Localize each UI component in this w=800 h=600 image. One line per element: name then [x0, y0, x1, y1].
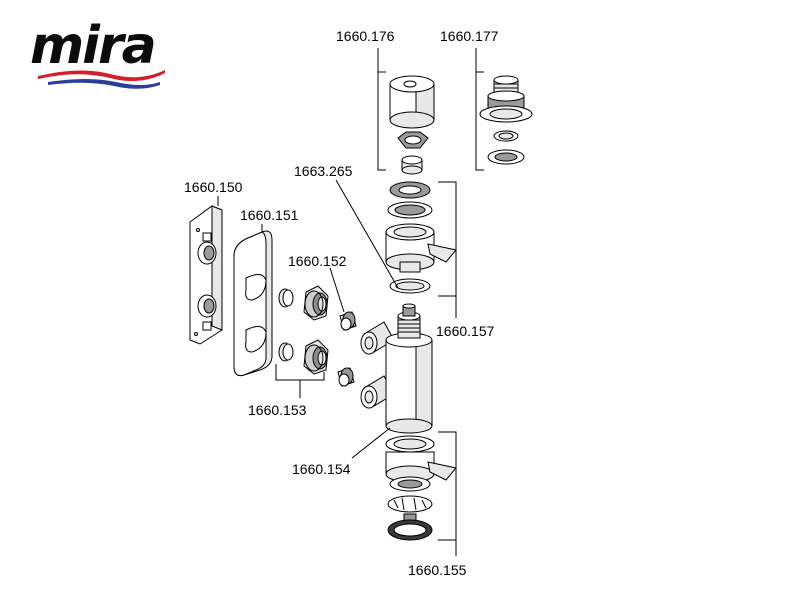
lower-cartridge-1660-155 [385, 435, 457, 541]
spindle-head-1660-177 [479, 75, 533, 165]
label-1660-177: 1660.177 [440, 28, 499, 44]
label-1660-152: 1660.152 [288, 253, 347, 269]
back-plate-1660-150 [189, 205, 223, 345]
valve-body-1660-154 [360, 303, 433, 434]
label-1660-154: 1660.154 [292, 461, 351, 477]
cover-plate-1660-151 [233, 230, 273, 377]
filter-lower [337, 367, 355, 387]
olive-nut-set-lower [278, 339, 329, 375]
label-1660-150: 1660.150 [184, 179, 243, 195]
filter-upper [339, 311, 357, 331]
label-1660-157: 1660.157 [436, 323, 495, 339]
label-1660-153: 1660.153 [248, 402, 307, 418]
leader-lines [217, 48, 484, 556]
olive-nut-set-upper [278, 285, 329, 321]
logo-wave-icon [38, 70, 165, 89]
control-knob-1660-176 [389, 75, 435, 175]
label-1660-151: 1660.151 [240, 207, 299, 223]
logo-wordmark: mira [30, 16, 157, 76]
mira-logo: mira [30, 16, 170, 92]
label-1660-155: 1660.155 [408, 562, 467, 578]
label-1660-176: 1660.176 [336, 28, 395, 44]
upper-cartridge-1660-157 [385, 181, 457, 294]
label-1663-265: 1663.265 [294, 163, 353, 179]
